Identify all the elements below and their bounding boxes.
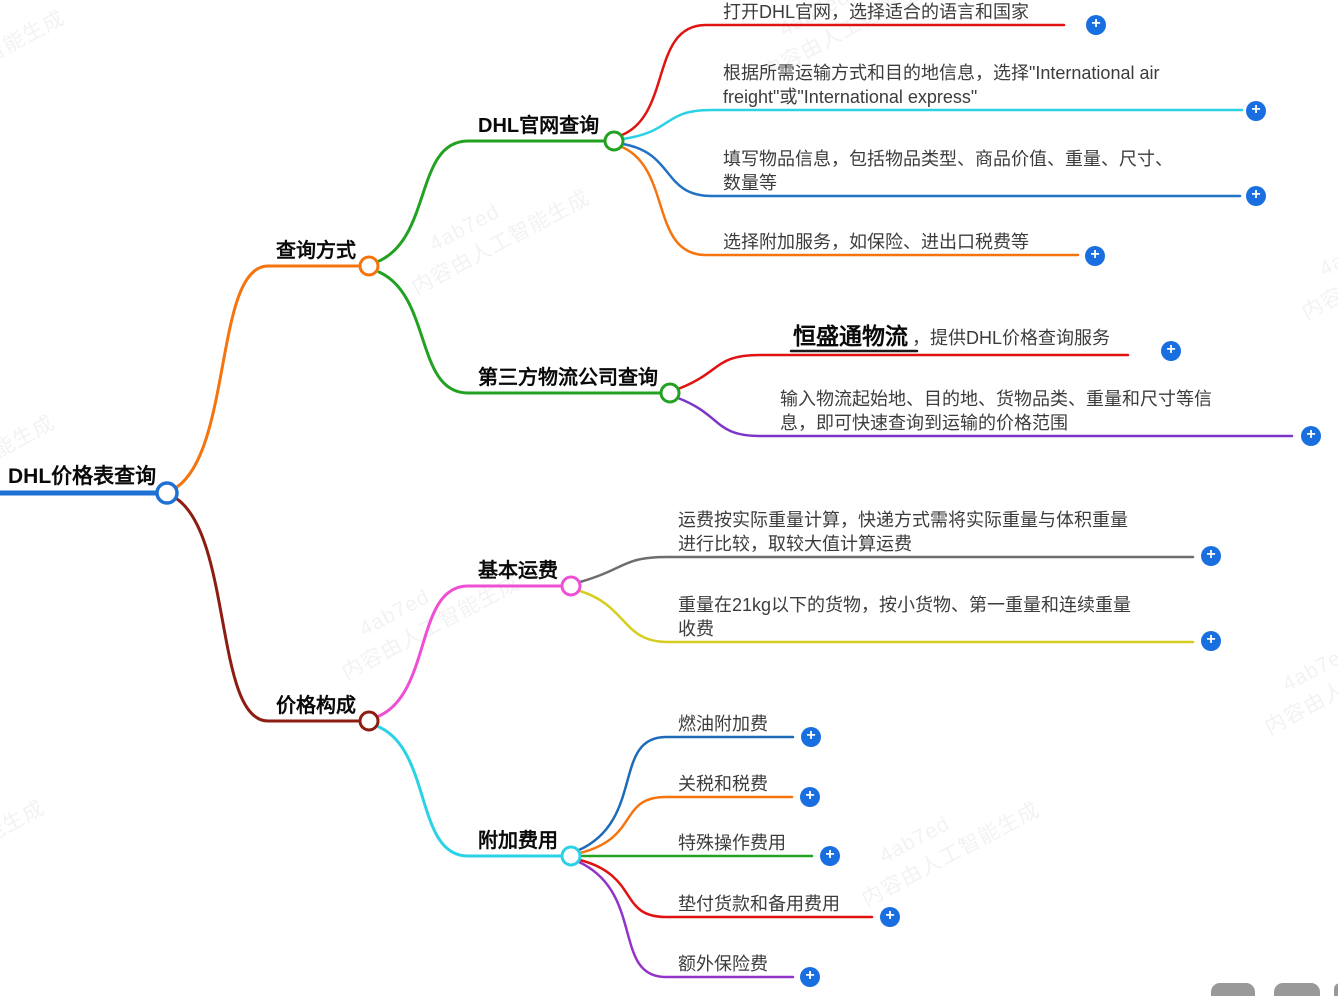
node-circle-base-freight[interactable] (560, 575, 582, 597)
topic-third-party[interactable]: 第三方物流公司查询 (478, 367, 658, 389)
toolbar-button-partial[interactable] (1334, 983, 1338, 996)
connector-leaf-fuel (577, 735, 795, 852)
add-node-button-extra-insurance[interactable]: + (800, 967, 820, 987)
connector-leaf-actual-weight (578, 555, 1195, 584)
leaf-special-handling[interactable]: 特殊操作费用 (678, 833, 786, 853)
connector-query-official-site (377, 139, 606, 263)
connector-leaf-under-21kg (578, 589, 1195, 644)
add-node-button-choose-service[interactable]: + (1246, 101, 1266, 121)
plus-icon: + (1090, 246, 1100, 263)
add-node-button-advance-payment[interactable]: + (880, 907, 900, 927)
toolbar-button-right[interactable] (1274, 983, 1320, 996)
node-circle-root[interactable] (155, 481, 179, 505)
add-node-button-open-site[interactable]: + (1086, 15, 1106, 35)
connector-leaf-tariff (578, 795, 794, 855)
connector-root-price-composition (175, 497, 360, 723)
connector-leaf-fill-info (621, 142, 1242, 198)
plus-icon: + (1091, 15, 1101, 32)
plus-icon: + (1206, 631, 1216, 648)
add-node-button-fill-info[interactable]: + (1246, 186, 1266, 206)
connector-root-query-methods (175, 264, 360, 489)
leaf-open-site[interactable]: 打开DHL官网，选择适合的语言和国家 (723, 2, 1030, 22)
plus-icon: + (806, 727, 816, 744)
plus-icon: + (805, 967, 815, 984)
connector-leaf-addon-service (620, 145, 1080, 257)
connector-leaf-provider (676, 353, 1130, 391)
leaf-fuel[interactable]: 燃油附加费 (678, 714, 768, 734)
plus-icon: + (1251, 186, 1261, 203)
node-circle-query-methods[interactable] (358, 255, 380, 277)
node-circle-price-composition[interactable] (358, 710, 380, 732)
leaf-provider[interactable]: 恒盛通物流，提供DHL价格查询服务 (793, 324, 1110, 350)
leaf-under-21kg[interactable]: 重量在21kg以下的货物，按小货物、第一重量和连续重量 收费 (678, 595, 1132, 639)
leaf-actual-weight[interactable]: 运费按实际重量计算，快递方式需将实际重量与体积重量 进行比较，取较大值计算运费 (678, 510, 1128, 554)
connector-price-surcharges (377, 725, 562, 858)
leaf-fill-info[interactable]: 填写物品信息，包括物品类型、商品价值、重量、尺寸、 数量等 (723, 149, 1173, 193)
add-node-button-addon-service[interactable]: + (1085, 246, 1105, 266)
plus-icon: + (1306, 426, 1316, 443)
provider-desc-text: ，提供DHL价格查询服务 (912, 328, 1111, 348)
add-node-button-tariff[interactable]: + (800, 787, 820, 807)
leaf-enter-info[interactable]: 输入物流起始地、目的地、货物品类、重量和尺寸等信 息，即可快速查询到运输的价格范… (780, 389, 1212, 433)
topic-base-freight[interactable]: 基本运费 (478, 560, 558, 582)
leaf-addon-service[interactable]: 选择附加服务，如保险、进出口税费等 (723, 232, 1029, 252)
node-circle-surcharges[interactable] (560, 845, 582, 867)
connector-leaf-choose-service (621, 108, 1244, 141)
add-node-button-actual-weight[interactable]: + (1201, 546, 1221, 566)
leaf-extra-insurance[interactable]: 额外保险费 (678, 954, 768, 974)
plus-icon: + (1166, 341, 1176, 358)
topic-price-composition[interactable]: 价格构成 (276, 695, 356, 717)
leaf-choose-service[interactable]: 根据所需运输方式和目的地信息，选择"International air frei… (723, 63, 1160, 107)
add-node-button-provider[interactable]: + (1161, 341, 1181, 361)
connector-price-base-freight (377, 584, 562, 718)
topic-surcharges[interactable]: 附加费用 (478, 830, 558, 852)
connector-leaf-enter-info (676, 396, 1294, 438)
plus-icon: + (825, 846, 835, 863)
add-node-button-special-handling[interactable]: + (820, 846, 840, 866)
connector-query-third-party (377, 270, 661, 395)
topic-official-site[interactable]: DHL官网查询 (478, 115, 600, 137)
node-circle-official-site[interactable] (603, 130, 625, 152)
plus-icon: + (885, 907, 895, 924)
add-node-button-under-21kg[interactable]: + (1201, 631, 1221, 651)
connector-leaf-advance-payment (578, 858, 874, 919)
leaf-advance-payment[interactable]: 垫付货款和备用费用 (678, 894, 840, 914)
node-circle-third-party[interactable] (659, 382, 681, 404)
toolbar-button-left[interactable] (1211, 983, 1255, 996)
plus-icon: + (1206, 546, 1216, 563)
leaf-tariff[interactable]: 关税和税费 (678, 774, 768, 794)
plus-icon: + (1251, 101, 1261, 118)
add-node-button-fuel[interactable]: + (801, 727, 821, 747)
plus-icon: + (805, 787, 815, 804)
connector-leaf-open-site (620, 23, 1066, 137)
connector-leaf-extra-insurance (577, 860, 795, 979)
provider-brand-text: 恒盛通物流 (793, 323, 908, 349)
add-node-button-enter-info[interactable]: + (1301, 426, 1321, 446)
topic-query-methods[interactable]: 查询方式 (276, 240, 356, 262)
root-topic-label[interactable]: DHL价格表查询 (8, 465, 157, 488)
